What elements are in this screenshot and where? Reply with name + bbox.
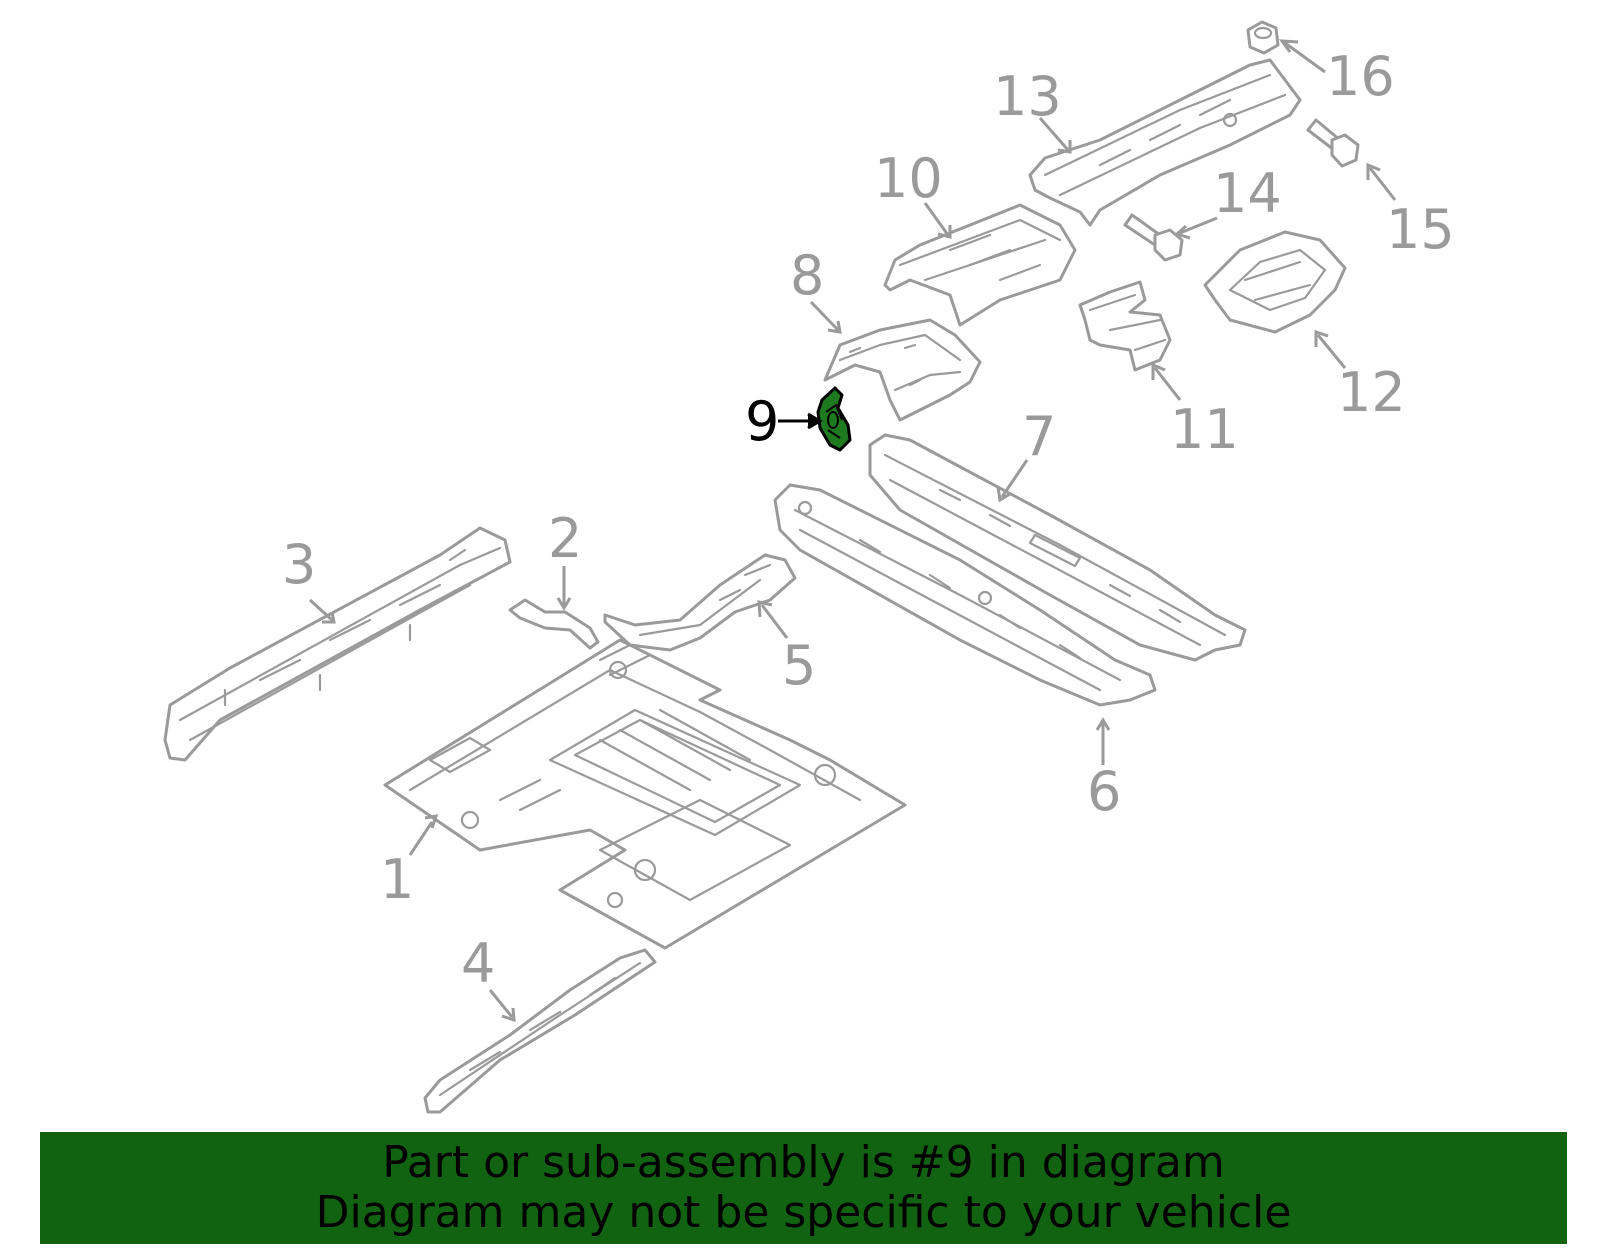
part-1-floor-pan	[383, 638, 907, 950]
part-3-side-rail	[163, 526, 512, 762]
callout-14: 14	[1213, 162, 1282, 225]
callout-2: 2	[548, 507, 582, 570]
part-15-bolt	[1306, 118, 1360, 168]
callout-9: 9	[745, 390, 779, 453]
part-13-upper-rail	[1028, 58, 1302, 227]
callout-11: 11	[1170, 398, 1239, 461]
callout-16: 16	[1326, 45, 1395, 108]
part-6-floor-rail	[773, 483, 1157, 707]
callout-12: 12	[1337, 361, 1406, 424]
banner-line-1: Part or sub-assembly is #9 in diagram	[382, 1137, 1225, 1188]
part-12-cover	[1203, 230, 1347, 334]
callout-1: 1	[380, 848, 414, 911]
info-banner: Part or sub-assembly is #9 in diagram Di…	[40, 1132, 1567, 1244]
part-14-bolt	[1123, 213, 1184, 262]
callout-labels: 1 2 3 4 5 6 7 8 9 10 11 12 13 14 15 16	[282, 45, 1455, 995]
part-11-bracket	[1078, 280, 1172, 372]
part-9-highlighted-bracket	[816, 386, 852, 452]
part-5-cross-member	[603, 553, 797, 652]
callout-8: 8	[790, 244, 824, 307]
callout-13: 13	[993, 65, 1062, 128]
leader-lines	[308, 39, 1397, 1023]
part-16-nut	[1246, 20, 1280, 55]
callout-3: 3	[282, 533, 316, 596]
callout-7: 7	[1022, 405, 1056, 468]
callout-5: 5	[782, 634, 816, 697]
callout-15: 15	[1386, 198, 1455, 261]
part-4-sill-reinforcement	[423, 948, 657, 1114]
part-8-tunnel-bracket	[823, 318, 982, 422]
callout-6: 6	[1087, 760, 1121, 823]
part-7-floor-rail	[868, 433, 1247, 662]
banner-line-2: Diagram may not be specific to your vehi…	[315, 1187, 1292, 1238]
callout-4: 4	[461, 932, 495, 995]
callout-10: 10	[874, 147, 943, 210]
part-10-reinforcement-plate	[883, 203, 1077, 327]
part-2-bracket	[508, 598, 600, 650]
